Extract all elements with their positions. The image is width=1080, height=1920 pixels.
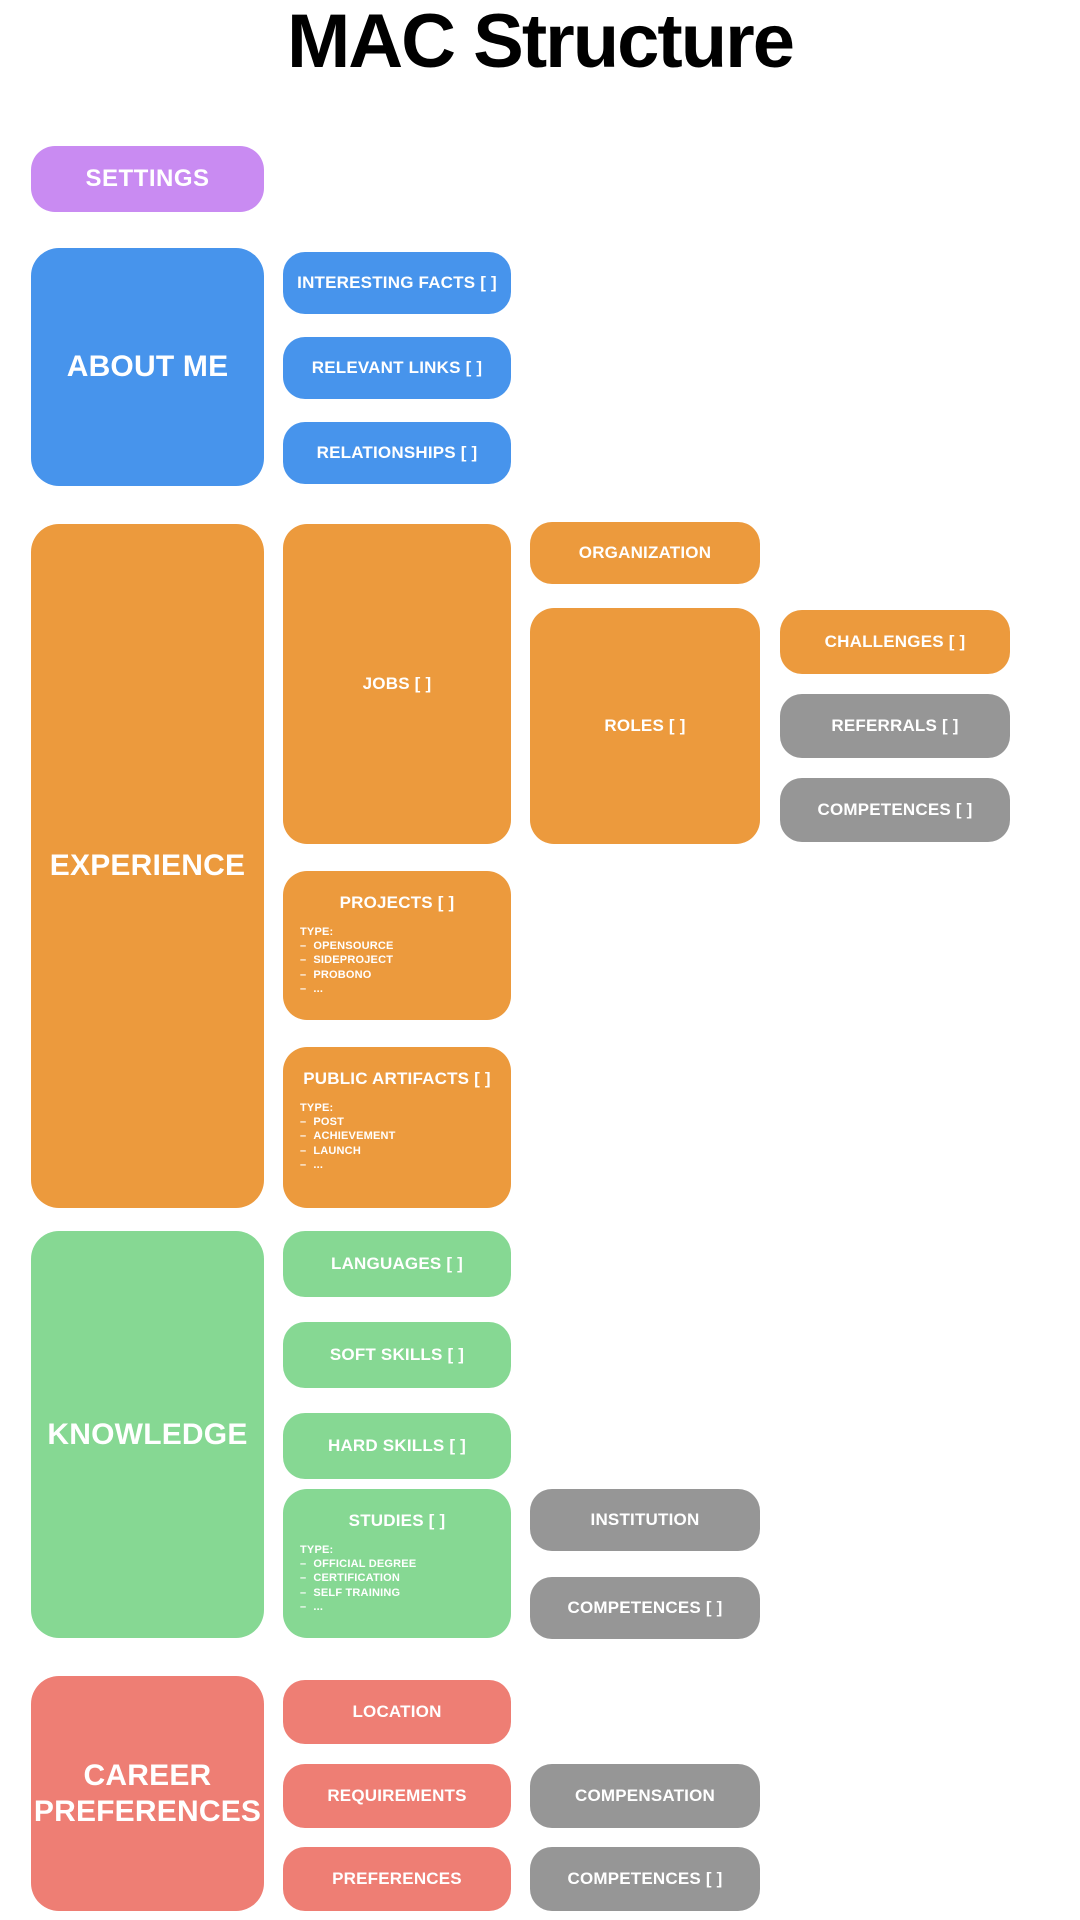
list-item: –... bbox=[300, 1159, 499, 1172]
projects-type-heading: TYPE: bbox=[300, 926, 334, 938]
jobs-label: JOBS [ ] bbox=[362, 674, 432, 693]
about-me-label: ABOUT ME bbox=[66, 350, 229, 384]
referrals-label: REFERRALS [ ] bbox=[831, 716, 959, 735]
list-item-label: ... bbox=[313, 1158, 324, 1171]
dash-bullet: – bbox=[300, 1586, 307, 1599]
dash-bullet: – bbox=[300, 968, 307, 981]
public-artifacts-label: PUBLIC ARTIFACTS [ ] bbox=[303, 1069, 491, 1088]
public-artifacts-node: PUBLIC ARTIFACTS [ ] TYPE: –POST –ACHIEV… bbox=[283, 1047, 511, 1208]
list-item: –POST bbox=[300, 1116, 499, 1129]
list-item-label: SELF TRAINING bbox=[313, 1586, 401, 1599]
preferences-label: PREFERENCES bbox=[332, 1869, 462, 1888]
list-item-label: ... bbox=[313, 1600, 324, 1613]
jobs-node: JOBS [ ] bbox=[283, 524, 511, 844]
roles-node: ROLES [ ] bbox=[530, 608, 760, 844]
studies-node: STUDIES [ ] TYPE: –OFFICIAL DEGREE –CERT… bbox=[283, 1489, 511, 1638]
settings-node: SETTINGS bbox=[31, 146, 264, 212]
hard-skills-label: HARD SKILLS [ ] bbox=[327, 1436, 467, 1455]
list-item-label: OPENSOURCE bbox=[313, 940, 394, 953]
dash-bullet: – bbox=[300, 954, 307, 967]
career-preferences-label: CAREER PREFERENCES bbox=[33, 1759, 262, 1828]
public-artifacts-type-list: TYPE: –POST –ACHIEVEMENT –LAUNCH –... bbox=[300, 1102, 499, 1172]
list-item: –ACHIEVEMENT bbox=[300, 1130, 499, 1143]
hard-skills-node: HARD SKILLS [ ] bbox=[283, 1413, 511, 1479]
list-item: –... bbox=[300, 1601, 499, 1614]
projects-type-list: TYPE: –OPENSOURCE –SIDEPROJECT –PROBONO … bbox=[300, 926, 499, 996]
experience-node: EXPERIENCE bbox=[31, 524, 264, 1208]
challenges-label: CHALLENGES [ ] bbox=[824, 632, 966, 651]
relationships-label: RELATIONSHIPS [ ] bbox=[316, 443, 478, 462]
location-label: LOCATION bbox=[352, 1702, 442, 1721]
institution-label: INSTITUTION bbox=[590, 1510, 700, 1529]
knowledge-node: KNOWLEDGE bbox=[31, 1231, 264, 1638]
knowledge-competences-label: COMPETENCES [ ] bbox=[567, 1598, 723, 1617]
career-competences-label: COMPETENCES [ ] bbox=[567, 1869, 723, 1888]
roles-label: ROLES [ ] bbox=[604, 716, 686, 735]
compensation-label: COMPENSATION bbox=[575, 1786, 715, 1805]
list-item-label: POST bbox=[313, 1116, 345, 1129]
compensation-node: COMPENSATION bbox=[530, 1764, 760, 1828]
requirements-label: REQUIREMENTS bbox=[327, 1786, 467, 1805]
career-competences-node: COMPETENCES [ ] bbox=[530, 1847, 760, 1911]
list-item-label: PROBONO bbox=[313, 968, 372, 981]
knowledge-competences-node: COMPETENCES [ ] bbox=[530, 1577, 760, 1639]
knowledge-label: KNOWLEDGE bbox=[47, 1417, 248, 1451]
list-item-label: LAUNCH bbox=[313, 1144, 361, 1157]
dash-bullet: – bbox=[300, 1600, 307, 1613]
studies-type-list: TYPE: –OFFICIAL DEGREE –CERTIFICATION –S… bbox=[300, 1544, 499, 1614]
projects-label: PROJECTS [ ] bbox=[339, 893, 455, 912]
soft-skills-node: SOFT SKILLS [ ] bbox=[283, 1322, 511, 1388]
dash-bullet: – bbox=[300, 1572, 307, 1585]
requirements-node: REQUIREMENTS bbox=[283, 1764, 511, 1828]
challenges-node: CHALLENGES [ ] bbox=[780, 610, 1010, 674]
experience-competences-node: COMPETENCES [ ] bbox=[780, 778, 1010, 842]
languages-node: LANGUAGES [ ] bbox=[283, 1231, 511, 1297]
list-item: –OPENSOURCE bbox=[300, 940, 499, 953]
career-preferences-node: CAREER PREFERENCES bbox=[31, 1676, 264, 1911]
list-item-label: ... bbox=[313, 982, 324, 995]
list-item: –OFFICIAL DEGREE bbox=[300, 1558, 499, 1571]
public-artifacts-type-heading: TYPE: bbox=[300, 1102, 334, 1114]
dash-bullet: – bbox=[300, 1130, 307, 1143]
interesting-facts-label: INTERESTING FACTS [ ] bbox=[297, 273, 497, 292]
soft-skills-label: SOFT SKILLS [ ] bbox=[329, 1345, 465, 1364]
list-item-label: SIDEPROJECT bbox=[313, 954, 394, 967]
dash-bullet: – bbox=[300, 982, 307, 995]
page-title: MAC Structure bbox=[286, 0, 795, 84]
organization-node: ORGANIZATION bbox=[530, 522, 760, 584]
list-item: –LAUNCH bbox=[300, 1145, 499, 1158]
projects-node: PROJECTS [ ] TYPE: –OPENSOURCE –SIDEPROJ… bbox=[283, 871, 511, 1020]
relationships-node: RELATIONSHIPS [ ] bbox=[283, 422, 511, 484]
dash-bullet: – bbox=[300, 1158, 307, 1171]
settings-label: SETTINGS bbox=[85, 165, 210, 192]
dash-bullet: – bbox=[300, 1558, 307, 1571]
preferences-node: PREFERENCES bbox=[283, 1847, 511, 1911]
relevant-links-label: RELEVANT LINKS [ ] bbox=[311, 358, 483, 377]
location-node: LOCATION bbox=[283, 1680, 511, 1744]
institution-node: INSTITUTION bbox=[530, 1489, 760, 1551]
dash-bullet: – bbox=[300, 940, 307, 953]
list-item-label: ACHIEVEMENT bbox=[313, 1130, 396, 1143]
experience-label: EXPERIENCE bbox=[49, 849, 246, 883]
relevant-links-node: RELEVANT LINKS [ ] bbox=[283, 337, 511, 399]
list-item: –CERTIFICATION bbox=[300, 1572, 499, 1585]
list-item-label: CERTIFICATION bbox=[313, 1572, 401, 1585]
languages-label: LANGUAGES [ ] bbox=[331, 1254, 463, 1273]
list-item: –SIDEPROJECT bbox=[300, 954, 499, 967]
organization-label: ORGANIZATION bbox=[578, 543, 712, 562]
interesting-facts-node: INTERESTING FACTS [ ] bbox=[283, 252, 511, 314]
dash-bullet: – bbox=[300, 1144, 307, 1157]
studies-type-heading: TYPE: bbox=[300, 1544, 334, 1556]
referrals-node: REFERRALS [ ] bbox=[780, 694, 1010, 758]
experience-competences-label: COMPETENCES [ ] bbox=[817, 800, 973, 819]
list-item: –PROBONO bbox=[300, 969, 499, 982]
about-me-node: ABOUT ME bbox=[31, 248, 264, 486]
list-item: –... bbox=[300, 983, 499, 996]
studies-label: STUDIES [ ] bbox=[348, 1511, 446, 1530]
list-item-label: OFFICIAL DEGREE bbox=[313, 1558, 417, 1571]
dash-bullet: – bbox=[300, 1116, 307, 1129]
list-item: –SELF TRAINING bbox=[300, 1587, 499, 1600]
